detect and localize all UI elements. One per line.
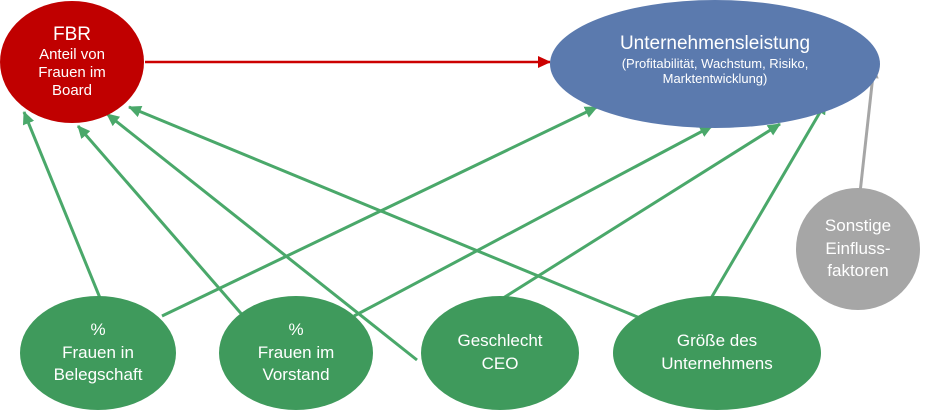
- node-performance: [550, 0, 880, 128]
- arrow-company-size-to-performance: [708, 101, 828, 301]
- node-other-factors: [796, 188, 920, 310]
- arrow-women-staff-to-fbr: [22, 111, 102, 299]
- arrows: [22, 56, 879, 362]
- node-women-exec: [219, 296, 373, 410]
- node-women-staff: [20, 296, 176, 410]
- node-company-size: [613, 296, 821, 410]
- arrow-women-exec-to-performance: [353, 124, 713, 318]
- arrow-ceo-gender-to-fbr: [106, 112, 418, 362]
- arrow-other-factors-to-performance: [858, 65, 879, 194]
- arrow-ceo-gender-to-performance: [499, 122, 781, 302]
- node-fbr: [0, 1, 144, 123]
- arrow-women-staff-to-performance: [161, 105, 598, 318]
- node-ceo-gender: [421, 296, 579, 410]
- arrow-women-exec-to-fbr: [76, 125, 247, 319]
- arrow-company-size-to-fbr: [128, 105, 641, 320]
